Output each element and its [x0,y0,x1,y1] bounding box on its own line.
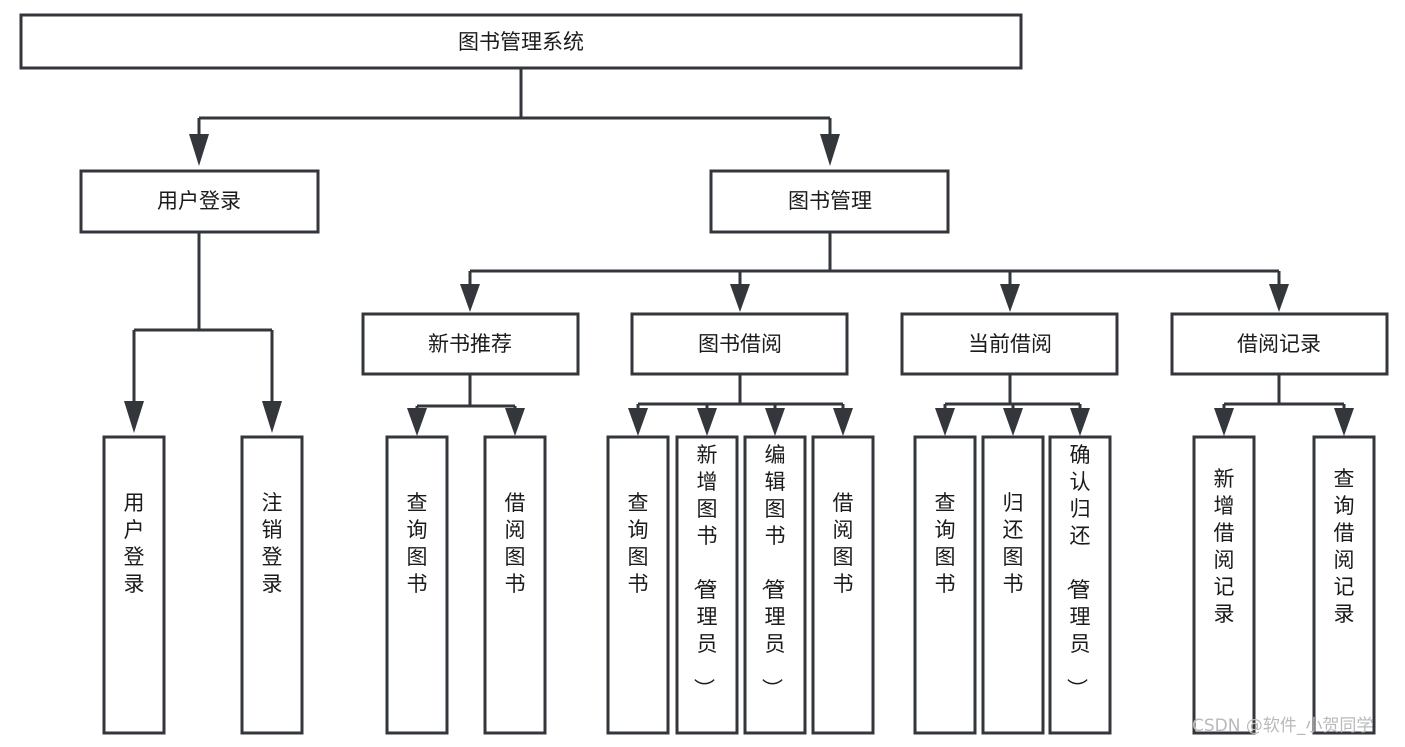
node-root[interactable]: 图书管理系统 [19,13,1023,70]
node-new-book-recommend-box[interactable] [361,312,580,376]
node-leaf-query-book-3-label: 查询图书 [935,491,956,596]
node-book-borrow-label: 图书借阅 [698,332,782,356]
arrow-head-leaf-edit-book [765,408,785,436]
node-user-login-box[interactable] [79,169,320,234]
node-leaf-query-book-3-box[interactable] [913,435,977,735]
node-leaf-query-record[interactable]: 查询借阅记录 [1312,435,1376,735]
node-root-box[interactable] [19,13,1023,70]
node-leaf-add-book-label: 新增图书（管理员） [692,443,718,699]
connector-group [124,68,1354,436]
node-leaf-query-book-1-box[interactable] [385,435,449,735]
node-borrow-record[interactable]: 借阅记录 [1170,312,1389,376]
node-leaf-query-book-3[interactable]: 查询图书 [913,435,977,735]
arrow-head-user-login [189,134,209,166]
node-current-borrow[interactable]: 当前借阅 [900,312,1119,376]
arrow-head-book-borrow [730,284,750,312]
node-book-management-label: 图书管理 [788,189,872,213]
node-leaf-add-record[interactable]: 新增借阅记录 [1192,435,1256,735]
arrow-head-leaf-add-record [1214,408,1234,436]
node-book-borrow[interactable]: 图书借阅 [630,312,849,376]
node-leaf-logout-login-label: 注销登录 [262,491,283,596]
node-user-login-label: 用户登录 [157,189,241,213]
node-current-borrow-box[interactable] [900,312,1119,376]
arrow-head-current-borrow [1000,284,1020,312]
node-leaf-query-book-1[interactable]: 查询图书 [385,435,449,735]
arrow-head-new-book-recommend [460,284,480,312]
node-leaf-confirm-return[interactable]: 确认归还（管理员） [1048,435,1112,735]
arrow-head-leaf-logout-login [262,401,282,433]
node-leaf-logout-login[interactable]: 注销登录 [240,435,304,735]
csdn-watermark: CSDN @软件_小贺同学 [1192,716,1373,736]
node-leaf-return-book-box[interactable] [981,435,1045,735]
node-current-borrow-label: 当前借阅 [968,332,1052,356]
node-leaf-edit-book[interactable]: 编辑图书（管理员） [743,435,807,735]
arrow-head-leaf-query-record [1334,408,1354,436]
node-leaf-query-book-2[interactable]: 查询图书 [606,435,670,735]
node-leaf-confirm-return-label: 确认归还（管理员） [1065,443,1091,699]
arrow-head-leaf-user-login [124,401,144,433]
arrow-head-leaf-query-book-3 [935,408,955,436]
node-leaf-query-book-2-label: 查询图书 [628,491,649,596]
node-book-management-box[interactable] [709,169,950,234]
node-leaf-edit-book-box[interactable] [743,435,807,735]
node-leaf-add-record-box[interactable] [1192,435,1256,735]
arrow-head-leaf-add-book [697,408,717,436]
arrow-head-leaf-borrow-book-1 [505,408,525,436]
node-leaf-borrow-book-1-label: 借阅图书 [505,491,526,596]
node-root-label: 图书管理系统 [458,30,584,54]
arrow-head-leaf-query-book-1 [407,408,427,436]
node-leaf-return-book-label: 归还图书 [1003,491,1024,596]
arrow-head-leaf-return-book [1003,408,1023,436]
node-leaf-query-book-2-box[interactable] [606,435,670,735]
node-leaf-borrow-book-2-label: 借阅图书 [833,491,854,596]
arrow-head-leaf-borrow-book-2 [833,408,853,436]
arrow-head-book-management [820,134,840,166]
node-leaf-return-book[interactable]: 归还图书 [981,435,1045,735]
node-leaf-query-record-label: 查询借阅记录 [1334,467,1355,626]
node-new-book-recommend-label: 新书推荐 [428,332,512,356]
node-leaf-query-record-box[interactable] [1312,435,1376,735]
node-leaf-logout-login-box[interactable] [240,435,304,735]
node-leaf-borrow-book-1-box[interactable] [483,435,547,735]
node-borrow-record-box[interactable] [1170,312,1389,376]
node-leaf-borrow-book-2[interactable]: 借阅图书 [811,435,875,735]
node-leaf-edit-book-label: 编辑图书（管理员） [760,443,786,699]
node-leaf-confirm-return-box[interactable] [1048,435,1112,735]
node-new-book-recommend[interactable]: 新书推荐 [361,312,580,376]
node-book-borrow-box[interactable] [630,312,849,376]
node-borrow-record-label: 借阅记录 [1237,332,1321,356]
arrow-head-leaf-confirm-return [1070,408,1090,436]
node-book-management[interactable]: 图书管理 [709,169,950,234]
node-leaf-user-login-label: 用户登录 [124,491,145,596]
node-leaf-add-book[interactable]: 新增图书（管理员） [675,435,739,735]
node-user-login[interactable]: 用户登录 [79,169,320,234]
node-leaf-user-login-box[interactable] [102,435,166,735]
node-leaf-add-record-label: 新增借阅记录 [1214,467,1235,626]
node-leaf-query-book-1-label: 查询图书 [407,491,428,596]
node-leaf-borrow-book-2-box[interactable] [811,435,875,735]
arrow-head-borrow-record [1269,284,1289,312]
node-leaf-add-book-box[interactable] [675,435,739,735]
arrow-head-leaf-query-book-2 [628,408,648,436]
node-leaf-borrow-book-1[interactable]: 借阅图书 [483,435,547,735]
node-leaf-user-login[interactable]: 用户登录 [102,435,166,735]
